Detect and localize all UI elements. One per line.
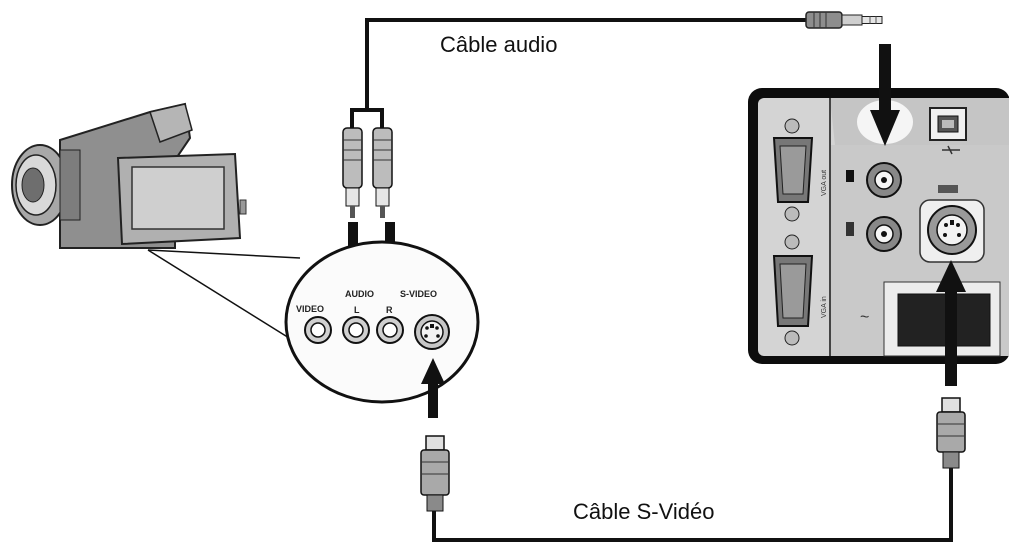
projector-svideo-jack bbox=[919, 185, 985, 263]
arrow-audio-projector bbox=[870, 44, 900, 146]
video-jack-label: VIDEO bbox=[296, 304, 324, 314]
svideo-jack-label: S-VIDEO bbox=[400, 289, 437, 299]
vga-out-port: VGA out bbox=[772, 118, 828, 222]
ac-symbol: ~ bbox=[860, 309, 869, 326]
vga-out-label: VGA out bbox=[821, 170, 828, 196]
projector-video-jack bbox=[846, 216, 902, 252]
rca-plug-left bbox=[342, 127, 363, 218]
svideo-cable bbox=[432, 468, 953, 542]
camcorder-jack-panel: AUDIO S-VIDEO VIDEO L R bbox=[284, 240, 480, 404]
projector-rear-panel: VGA out VGA in bbox=[748, 88, 1009, 364]
left-channel-label: L bbox=[354, 305, 360, 315]
svideo-jack-camcorder bbox=[414, 314, 450, 350]
audio-minijack-plug bbox=[805, 11, 883, 29]
svideo-plug-right bbox=[936, 397, 966, 469]
arrow-svideo-camcorder bbox=[421, 358, 445, 418]
audio-right-jack bbox=[376, 316, 404, 344]
projector-audio-jack bbox=[846, 162, 902, 198]
arrow-svideo-projector bbox=[936, 260, 966, 386]
audio-cable bbox=[350, 18, 820, 128]
camcorder bbox=[11, 102, 247, 249]
right-channel-label: R bbox=[386, 305, 393, 315]
vga-in-label: VGA in bbox=[821, 296, 828, 318]
rca-plug-right bbox=[372, 127, 393, 218]
svideo-cable-label: Câble S-Vidéo bbox=[573, 499, 714, 524]
power-inlet: ~ bbox=[860, 281, 1001, 357]
audio-left-jack bbox=[342, 316, 370, 344]
audio-jack-label: AUDIO bbox=[345, 289, 374, 299]
audio-cable-label: Câble audio bbox=[440, 32, 557, 57]
svideo-plug-left bbox=[420, 435, 450, 512]
video-jack bbox=[304, 316, 332, 344]
usb-port bbox=[929, 107, 967, 155]
vga-in-port: VGA in bbox=[772, 234, 828, 346]
